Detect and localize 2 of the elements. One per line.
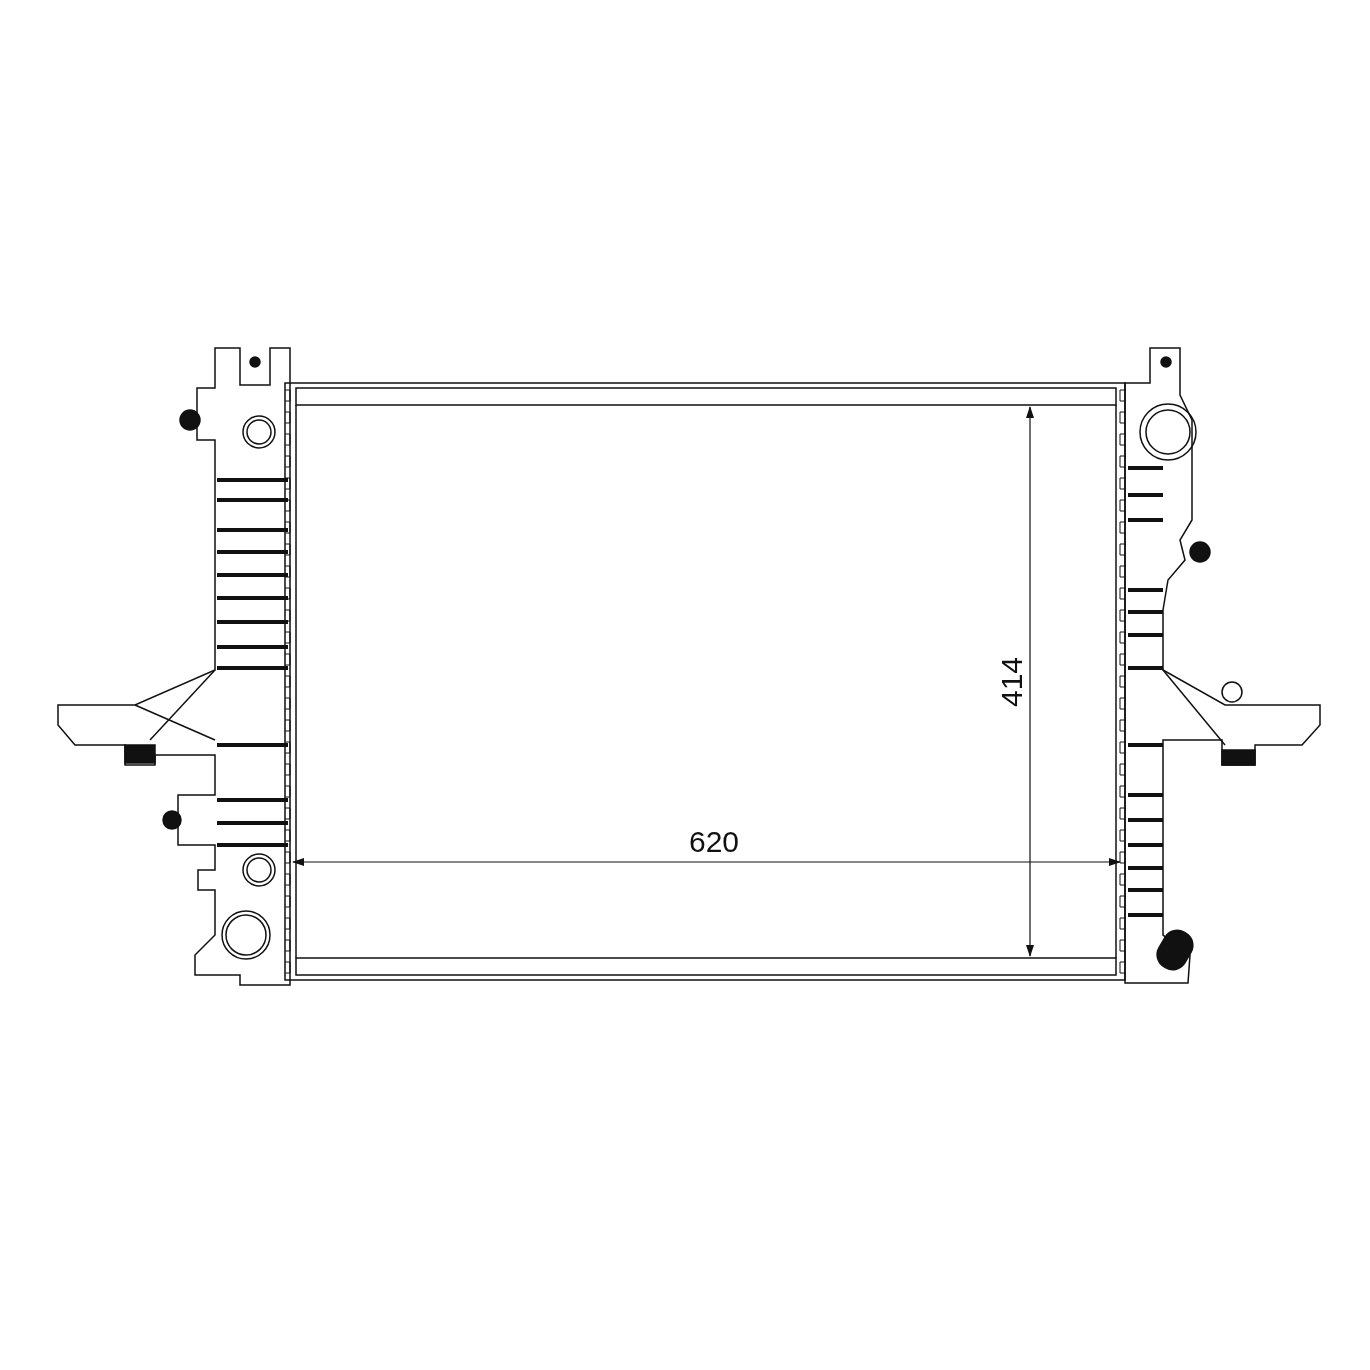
dimension-label: 414 <box>997 656 1028 708</box>
dimension-label: 620 <box>689 827 740 857</box>
